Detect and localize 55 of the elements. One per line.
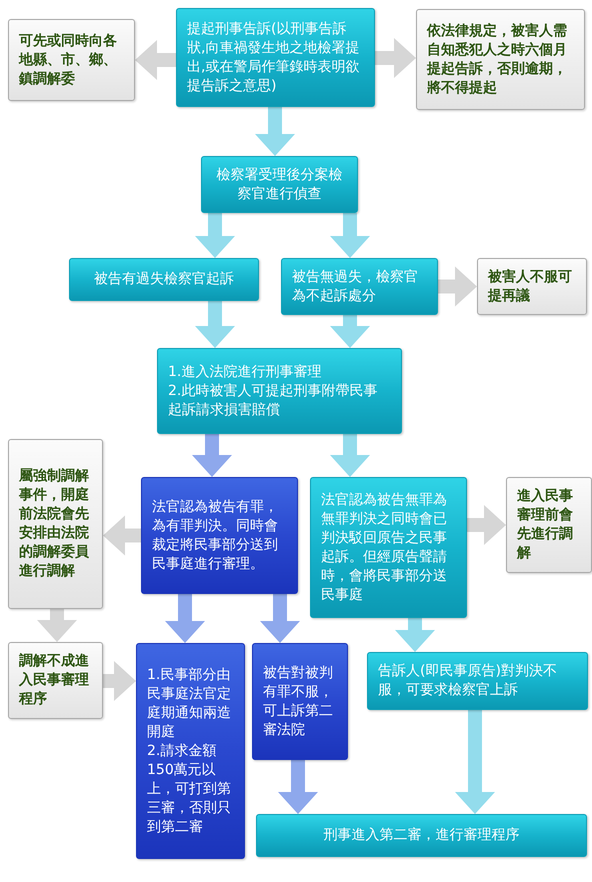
block-arrow: [395, 618, 435, 652]
process-box: [367, 652, 588, 710]
block-arrow: [455, 710, 495, 814]
box-text: 被告對被判有罪不服，可上訴第二審法院: [263, 664, 334, 740]
process-box: [252, 643, 348, 760]
note-box: [8, 19, 135, 101]
box-text: 法官認為被告有罪，為有罪判決。同時會裁定將民事部分送到民事庭進行審理。: [152, 498, 279, 574]
box-text: 2.此時被害人可提起刑事附帶民事起訴請求損害賠償: [168, 382, 378, 420]
block-arrow: [278, 760, 318, 814]
block-arrow: [260, 594, 300, 643]
process-box: [281, 258, 438, 315]
box-text: 1.進入法院進行刑事審理: [168, 362, 322, 382]
box-text: 屬強制調解事件，開庭前法院會先安排由法院的調解委員進行調解: [19, 467, 90, 581]
box-text: 檢察署受理後分案檢察官進行偵查: [216, 166, 344, 204]
block-arrow: [103, 661, 136, 701]
process-box: [141, 477, 298, 594]
process-box: [256, 814, 587, 857]
block-arrow: [438, 266, 477, 306]
block-arrow: [375, 38, 416, 78]
process-box: [310, 477, 467, 618]
box-text: 法官認為被告無罪為無罪判決之同時會已判決駁回原告之民事起訴。但經原告聲請時，會將民事部分送民事庭: [321, 490, 448, 604]
note-box: [416, 9, 585, 110]
block-arrow: [330, 213, 370, 258]
block-arrow: [467, 505, 506, 545]
note-box: [506, 477, 592, 573]
block-arrow: [330, 315, 370, 348]
box-text: 2.請求金額150萬元以上，可打到第三審，否則只到第二審: [147, 742, 232, 836]
note-box: [8, 642, 103, 719]
box-text: 依法律規定，被害人需自知悉犯人之時六個月提起告訴，否則逾期，將不得提起: [427, 22, 568, 98]
box-text: 1.民事部分由民事庭法官定庭期通知兩造開庭: [147, 666, 232, 742]
process-box: [157, 348, 402, 434]
box-text: 被害人不服可提再議: [488, 268, 573, 306]
block-arrow: [165, 594, 205, 643]
box-text: 提起刑事告訴(以刑事告訴狀,向車禍發生地之地檢署提出,或在警局作筆錄時表明欲提告訴之意思): [187, 20, 360, 96]
box-text: 被告無過失，檢察官為不起訴處分: [292, 268, 419, 306]
box-text: 刑事進入第二審，進行審理程序: [324, 826, 520, 845]
box-text: 進入民事審理前會先進行調解: [517, 487, 574, 563]
process-box: [136, 643, 245, 859]
process-box: [201, 156, 358, 213]
block-arrow: [330, 434, 370, 477]
process-box: [176, 8, 375, 107]
box-text: 告訴人(即民事原告)對判決不服，可要求檢察官上訴: [378, 662, 558, 700]
note-box: [477, 258, 587, 315]
block-arrow: [195, 213, 235, 258]
block-arrow: [37, 609, 77, 642]
block-arrow: [135, 40, 176, 80]
block-arrow: [255, 107, 295, 156]
box-text: 被告有過失檢察官起訴: [94, 270, 234, 289]
block-arrow: [195, 301, 235, 348]
process-box: [69, 258, 259, 301]
box-text: 調解不成進入民事審理程序: [19, 652, 90, 709]
note-box: [8, 439, 103, 609]
block-arrow: [103, 516, 141, 556]
block-arrow: [192, 434, 232, 477]
box-text: 可先或同時向各地縣、市、鄉、鎮調解委: [19, 32, 118, 88]
